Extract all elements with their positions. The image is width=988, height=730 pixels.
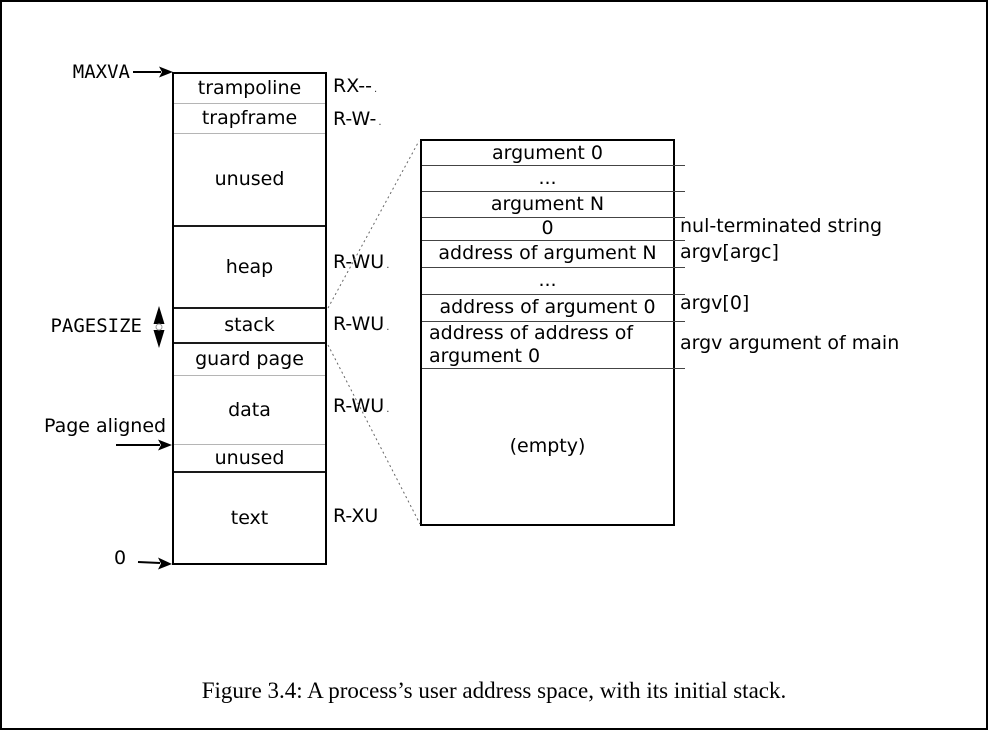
- segment-label: stack: [224, 314, 275, 336]
- detail-row-addr-addr-arg-0: address of address of argument 0: [429, 321, 634, 367]
- segment-label: trampoline: [197, 77, 302, 99]
- row-divider: [422, 240, 685, 241]
- detail-row-zero: 0: [541, 217, 554, 239]
- segment-label: data: [228, 398, 271, 421]
- detail-row-addr-arg-0: address of argument 0: [439, 296, 656, 318]
- zero-arrow-icon: [137, 557, 172, 570]
- stack-detail-box: argument 0 ... argument N 0 address of a…: [420, 139, 685, 526]
- annotation-argv-main: argv argument of main: [680, 332, 900, 354]
- perm-heap: R-WU.: [333, 251, 389, 273]
- perm-dot: .: [386, 322, 390, 333]
- segment-trapframe: trapframe: [174, 104, 325, 134]
- annotation-argv-argc: argv[argc]: [680, 241, 779, 263]
- perm-trapframe: R-W-.: [333, 108, 382, 130]
- perm-data: R-WU.: [333, 395, 389, 417]
- detail-row-ellipsis-2: ...: [538, 269, 557, 291]
- perm-text: R-WU: [333, 251, 385, 273]
- annotation-argv-0: argv[0]: [680, 292, 750, 314]
- detail-row-argument-0: argument 0: [491, 141, 604, 164]
- row-divider: [422, 321, 685, 322]
- segment-label: unused: [214, 446, 285, 469]
- row-divider: [422, 294, 685, 295]
- perm-dot: .: [386, 260, 390, 271]
- maxva-label: MAXVA: [72, 61, 130, 83]
- maxva-arrow-icon: [133, 66, 173, 78]
- memory-map-box: trampoline trapframe unused heap stack g…: [172, 72, 327, 565]
- segment-trampoline: trampoline: [174, 74, 325, 104]
- segment-data: data: [174, 376, 325, 445]
- page-aligned-label: Page aligned: [44, 415, 167, 437]
- row-divider: [422, 368, 685, 369]
- row-divider: [422, 191, 685, 192]
- detail-row-ellipsis-1: ...: [538, 166, 557, 189]
- pagesize-label: PAGESIZE: [50, 315, 142, 337]
- figure-caption: Figure 3.4: A process’s user address spa…: [201, 678, 787, 703]
- perm-text: R-XU: [333, 505, 379, 527]
- perm-dot: .: [373, 84, 378, 95]
- row-divider: [422, 217, 685, 218]
- perm-text: R-W-: [333, 108, 377, 130]
- segment-label: trapframe: [201, 107, 298, 129]
- detail-row-empty: (empty): [509, 434, 586, 457]
- pagesize-double-arrow-icon: [153, 306, 165, 348]
- perm-stack: R-WU.: [333, 313, 389, 335]
- segment-unused-top: unused: [174, 134, 325, 227]
- perm-text: RX--: [333, 75, 372, 97]
- perm-dot: .: [378, 117, 382, 128]
- perm-trampoline: RX--.: [333, 75, 377, 97]
- page-aligned-arrow-icon: [116, 439, 172, 451]
- detail-row-addr-arg-n: address of argument N: [438, 242, 657, 264]
- perm-text: R-WU: [333, 395, 385, 417]
- row-divider: [422, 165, 685, 166]
- segment-label: unused: [214, 168, 285, 190]
- detail-row-argument-n: argument N: [490, 192, 605, 215]
- perm-text: R-WU: [333, 313, 385, 335]
- segment-unused-bottom: unused: [174, 445, 325, 473]
- annotation-nul-terminated: nul-terminated string: [680, 215, 883, 237]
- perm-text-segment: R-XU: [333, 505, 380, 527]
- segment-heap: heap: [174, 227, 325, 309]
- segment-text: text: [174, 473, 325, 563]
- row-divider: [422, 267, 685, 268]
- segment-label: heap: [225, 255, 274, 278]
- zero-label: 0: [114, 547, 127, 569]
- segment-stack: stack: [174, 309, 325, 344]
- segment-label: text: [230, 506, 269, 529]
- segment-guard-page: guard page: [174, 344, 325, 376]
- segment-label: guard page: [195, 348, 304, 370]
- perm-dot: .: [386, 404, 390, 415]
